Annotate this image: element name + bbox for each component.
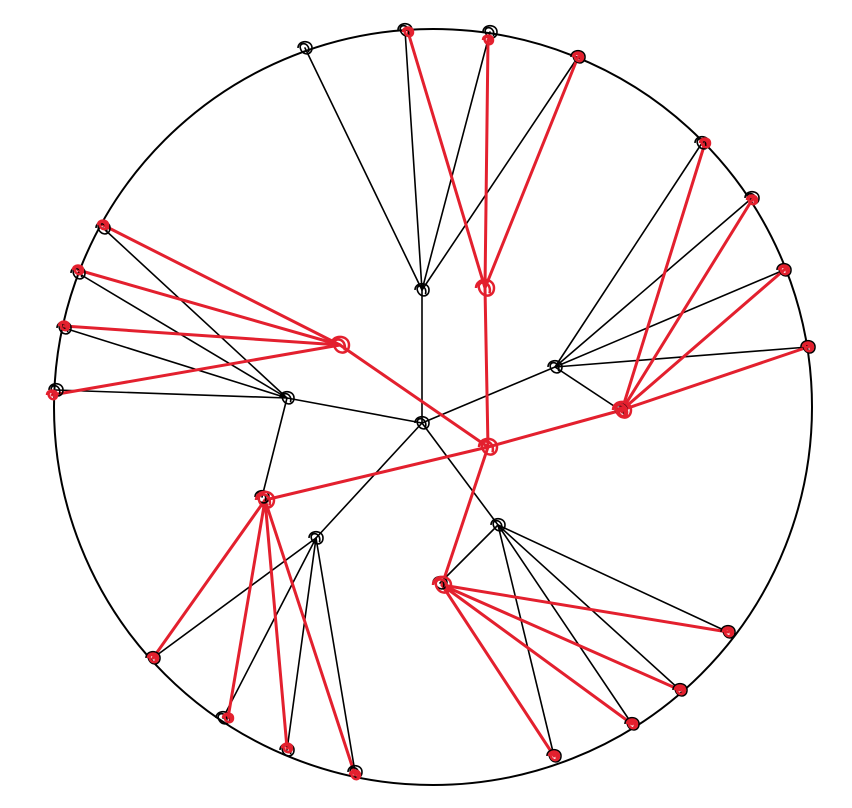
black-node [547,359,563,374]
red-edge [483,38,490,290]
black-edge [554,366,621,411]
red-node [96,219,110,231]
black-edge [554,269,785,368]
black-edge [55,389,288,399]
black-tree-edges [55,29,809,773]
red-node [71,264,85,276]
red-edge [226,498,267,720]
black-node [347,764,363,779]
black-edge [222,537,317,719]
red-edge [440,583,682,692]
black-edge [63,327,288,399]
red-hub-node [431,575,453,594]
red-edge [483,286,490,449]
red-edge [263,445,490,502]
red-edge [483,55,580,290]
black-edge [304,47,423,291]
red-tree-edges [50,30,810,777]
red-node [221,712,235,724]
black-node [279,390,295,405]
red-node [401,26,415,38]
black-node [297,40,313,55]
red-node [615,406,629,418]
red-hub-node [254,490,276,509]
red-edge [440,445,490,587]
black-edge [421,422,499,526]
red-node [625,718,639,730]
black-edge [404,29,423,291]
black-edge [261,397,288,498]
red-node [146,652,160,664]
black-edge [554,197,753,368]
red-edge [263,498,357,777]
black-node [414,415,430,430]
red-node [45,389,59,401]
black-node [308,530,324,545]
black-edge [497,524,729,633]
red-hub-node [329,335,351,354]
red-edge [263,498,289,750]
black-edge [315,422,423,539]
red-edge [406,30,487,290]
black-edge [102,227,288,399]
black-node [414,282,430,297]
red-edge [50,343,342,397]
red-node [673,684,687,696]
black-edge [497,524,681,691]
red-edge [620,198,754,412]
red-node [745,194,759,206]
red-tree-nodes [45,26,815,781]
black-node [490,517,506,532]
red-hub-node [477,437,499,456]
black-edge [421,31,491,291]
red-edge [62,324,342,347]
black-edge [286,537,317,751]
red-node [777,264,791,276]
black-edge [315,537,356,773]
black-edge [497,524,633,725]
black-edge [497,524,555,757]
red-edge [76,268,342,347]
red-hub-node [611,400,633,419]
black-edge [554,142,703,368]
red-node [348,769,362,781]
red-hub-node [474,278,496,297]
red-node [481,34,495,46]
black-edge [286,397,423,424]
boundary-circle [53,28,813,786]
red-edge [620,141,707,412]
black-edge [152,537,317,659]
red-node [57,320,71,332]
red-node [721,626,735,638]
red-edge [101,223,342,347]
red-edge [338,343,490,449]
red-edge [620,268,786,412]
red-edge [151,498,267,660]
black-tree-nodes [48,22,816,779]
red-edge [440,583,730,634]
red-node [571,51,585,63]
red-edge [440,583,634,726]
red-node [280,742,294,754]
red-edge [440,583,556,758]
black-edge [421,56,579,291]
red-node [698,137,712,149]
red-edge [486,408,624,449]
black-edge [439,524,499,584]
red-edge [620,345,810,412]
red-node [801,341,815,353]
red-node [547,750,561,762]
